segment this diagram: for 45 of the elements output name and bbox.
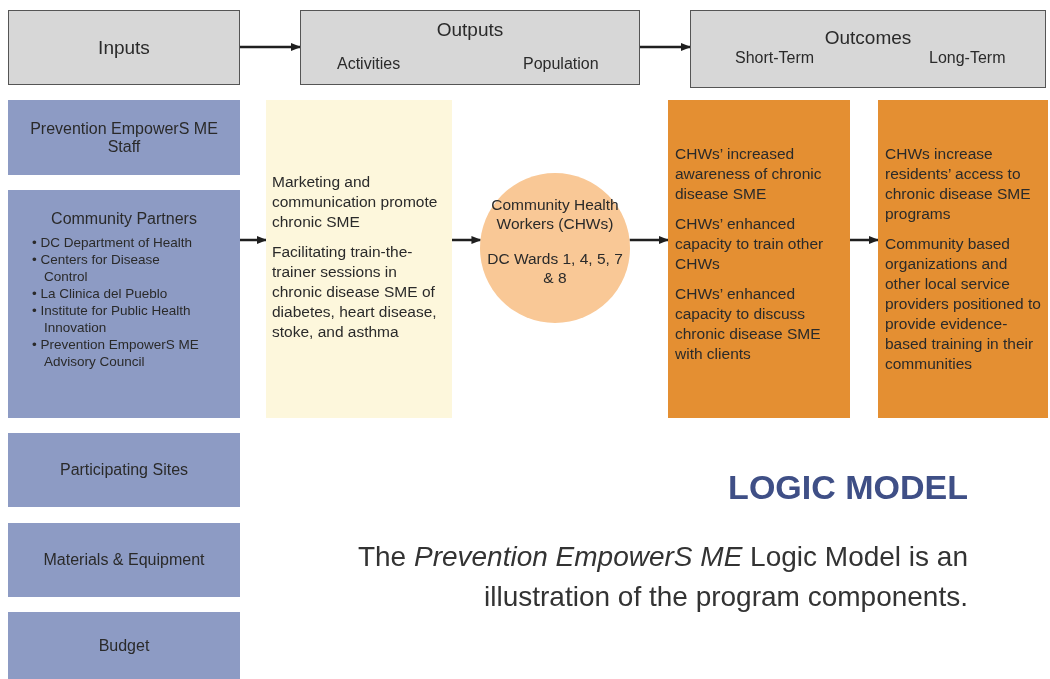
header-box: [690, 10, 1046, 88]
box-text: Facilitating train-the-trainer sessions in chronic disease SME of diabetes, heart disease, stoke, and asthma: [272, 242, 438, 342]
box-label: Participating Sites: [59, 461, 189, 479]
box-label: Budget: [98, 636, 150, 655]
list-item: • DC Department of Health: [32, 234, 194, 251]
box-text: Marketing and communication promote chronic SME: [272, 172, 439, 232]
list-item: • Institute for Public Health Innovation: [32, 302, 192, 336]
header-title: Outputs: [435, 19, 505, 41]
outcome-box: [878, 100, 1048, 418]
column-heading: Short-Term: [735, 49, 815, 67]
column-heading: Activities: [337, 55, 401, 73]
input-box: [8, 612, 240, 679]
arrow: [240, 43, 301, 51]
header-title: Outcomes: [823, 27, 913, 49]
arrow: [640, 43, 691, 51]
box-text: Community based organizations and other local service providers positioned to provide evidence-based training in their communities: [885, 234, 1042, 374]
arrow: [240, 236, 267, 244]
arrow: [452, 236, 482, 244]
column-heading: Population: [523, 55, 599, 73]
input-box: [8, 433, 240, 507]
header-title: Inputs: [97, 37, 151, 59]
box-heading: Community Partners: [51, 210, 197, 228]
column-heading: Long-Term: [929, 49, 1006, 67]
header-box: [300, 10, 640, 85]
input-box: [8, 100, 240, 175]
box-text: CHWs increase residents’ access to chronic disease SME programs: [885, 144, 1032, 224]
input-box: [8, 523, 240, 597]
box-text: CHWs’ increased awareness of chronic disease SME: [675, 144, 823, 204]
list-item: • Centers for Disease Control: [32, 251, 161, 285]
box-text: CHWs’ enhanced capacity to discuss chronic disease SME with clients: [675, 284, 822, 364]
circle-sublabel: DC Wards 1, 4, 5, 7 & 8: [486, 249, 624, 287]
activity-box: [266, 100, 452, 418]
box-label: Materials & Equipment: [43, 551, 205, 569]
title: LOGIC MODEL: [728, 468, 968, 507]
header-box: [8, 10, 240, 85]
input-box: [8, 190, 240, 418]
arrow: [850, 236, 879, 244]
box-label: Prevention EmpowerS ME Staff: [29, 119, 219, 156]
box-text: CHWs’ enhanced capacity to train other CHWs: [675, 214, 825, 274]
list-item: • Prevention EmpowerS ME Advisory Council: [32, 336, 200, 370]
circle-label: Community Health Workers (CHWs): [490, 195, 620, 233]
caption: The Prevention EmpowerS ME Logic Model is an illustration of the program components.: [356, 540, 968, 614]
arrow: [629, 236, 669, 244]
list-item: • La Clinica del Pueblo: [32, 285, 169, 302]
outcome-box: [668, 100, 850, 418]
